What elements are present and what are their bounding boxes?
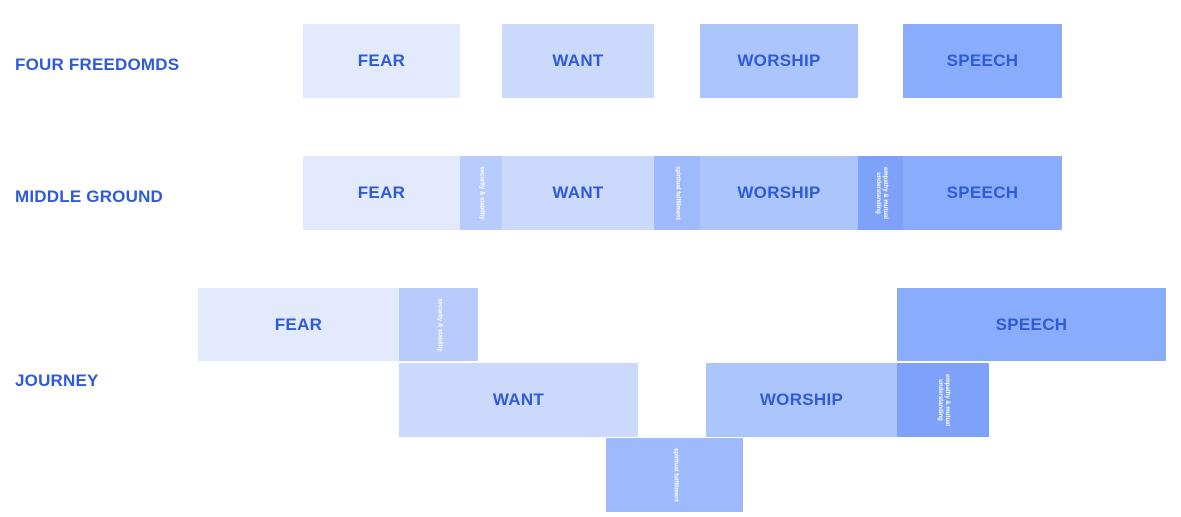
row2-speech-block: SPEECH — [903, 156, 1062, 230]
row3-bridge-spiritual-label: spiritual fulfillment — [671, 448, 678, 502]
row2-bridge-security-label: security & stability — [478, 166, 485, 220]
label-four-freedoms: FOUR FREEDOMDS — [15, 55, 180, 74]
row2-bridge-empathy: empathy & mutual understanding — [858, 156, 903, 230]
row3-bridge-security-label: security & stability — [435, 297, 442, 352]
row3-bridge-empathy-label: empathy & mutual understanding — [937, 373, 950, 426]
row2-bridge-security: security & stability — [460, 156, 502, 230]
row3-fear-block: FEAR — [198, 288, 399, 361]
row1-speech-block: SPEECH — [903, 24, 1062, 98]
row3-bridge-spiritual: spiritual fulfillment — [606, 438, 743, 512]
label-journey: JOURNEY — [15, 371, 99, 390]
row2-fear-block: FEAR — [303, 156, 460, 230]
row2-bridge-empathy-label: empathy & mutual understanding — [874, 166, 888, 219]
row1-want-block: WANT — [502, 24, 654, 98]
row3-bridge-security: security & stability — [399, 288, 478, 361]
row2-bridge-spiritual-label: spiritual fulfillment — [674, 166, 681, 220]
row3-bridge-empathy: empathy & mutual understanding — [897, 363, 989, 437]
row3-speech-block: SPEECH — [897, 288, 1166, 361]
row2-worship-block: WORSHIP — [700, 156, 858, 230]
row3-worship-block: WORSHIP — [706, 363, 897, 437]
row2-want-block: WANT — [502, 156, 654, 230]
row3-want-block: WANT — [399, 363, 638, 437]
row2-bridge-spiritual: spiritual fulfillment — [654, 156, 700, 230]
row1-worship-block: WORSHIP — [700, 24, 858, 98]
row1-fear-block: FEAR — [303, 24, 460, 98]
label-middle-ground: MIDDLE GROUND — [15, 187, 164, 206]
